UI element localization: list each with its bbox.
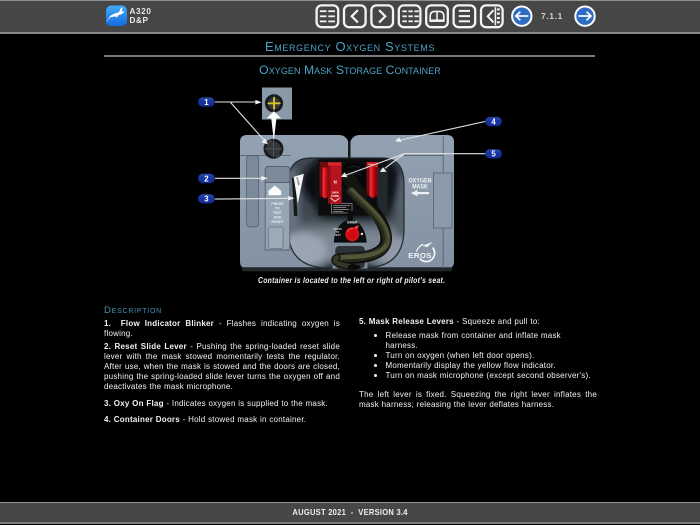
svg-text:5: 5 [491,150,496,159]
svg-text:PRESS: PRESS [333,228,342,231]
svg-text:AND: AND [274,215,282,219]
svg-text:4: 4 [491,117,496,126]
svg-text:100%: 100% [331,191,339,195]
svg-text:1: 1 [204,98,209,107]
svg-text:ON: ON [296,181,300,186]
svg-text:N: N [334,180,337,185]
svg-text:RESET: RESET [271,220,284,224]
svg-text:TEST: TEST [334,234,341,237]
svg-text:OXYGEN: OXYGEN [409,177,432,184]
svg-text:MASK: MASK [412,184,428,191]
svg-text:3: 3 [204,195,209,204]
svg-text:EMER: EMER [347,220,358,224]
svg-text:D&P: D&P [130,16,149,25]
svg-text:PRESS: PRESS [271,202,284,206]
svg-text:7.1.1: 7.1.1 [541,12,563,21]
svg-text:TO: TO [336,231,339,234]
svg-text:A320: A320 [130,7,152,16]
svg-text:PURE: PURE [331,194,339,198]
svg-text:TEST: TEST [273,211,283,215]
svg-text:OXY: OXY [295,177,299,183]
svg-text:2: 2 [204,174,209,183]
svg-text:EROS: EROS [408,251,432,260]
svg-text:TO: TO [275,206,280,210]
